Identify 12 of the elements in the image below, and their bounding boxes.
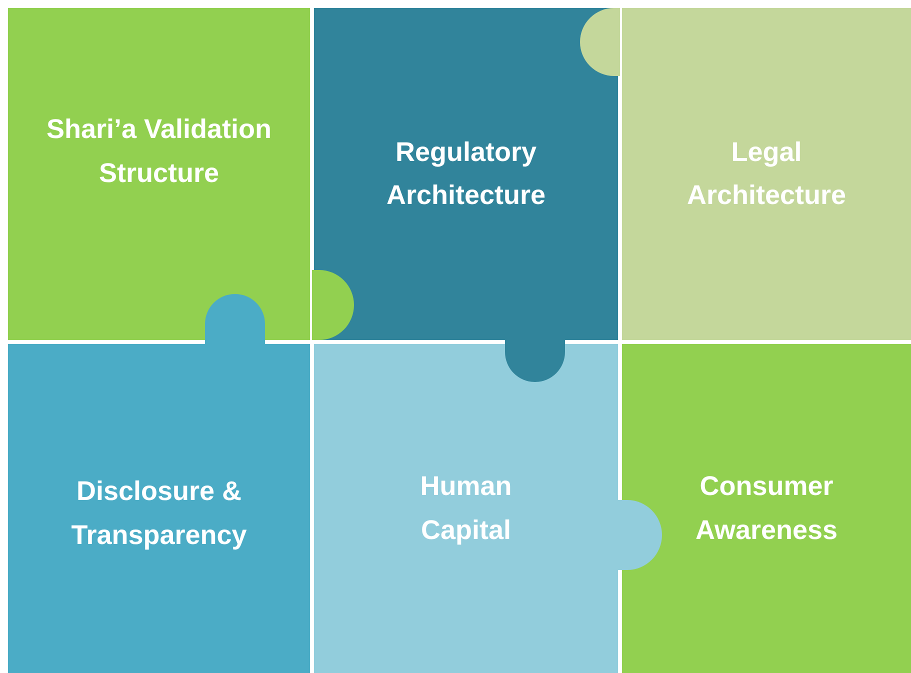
piece-label: Regulatory Architecture [386,136,546,212]
piece-label: Disclosure & Transparency [71,475,247,552]
puzzle-piece [8,344,310,673]
puzzle-piece [314,8,618,340]
puzzle-piece [622,8,911,340]
puzzle-piece [8,8,310,340]
puzzle-piece [314,344,618,673]
piece-label: Consumer Awareness [695,470,838,546]
piece-label: Human Capital [420,470,512,547]
piece-label: Shari’a Validation Structure [45,113,273,190]
piece-label: Legal Architecture [686,136,846,212]
puzzle-piece [622,344,911,673]
